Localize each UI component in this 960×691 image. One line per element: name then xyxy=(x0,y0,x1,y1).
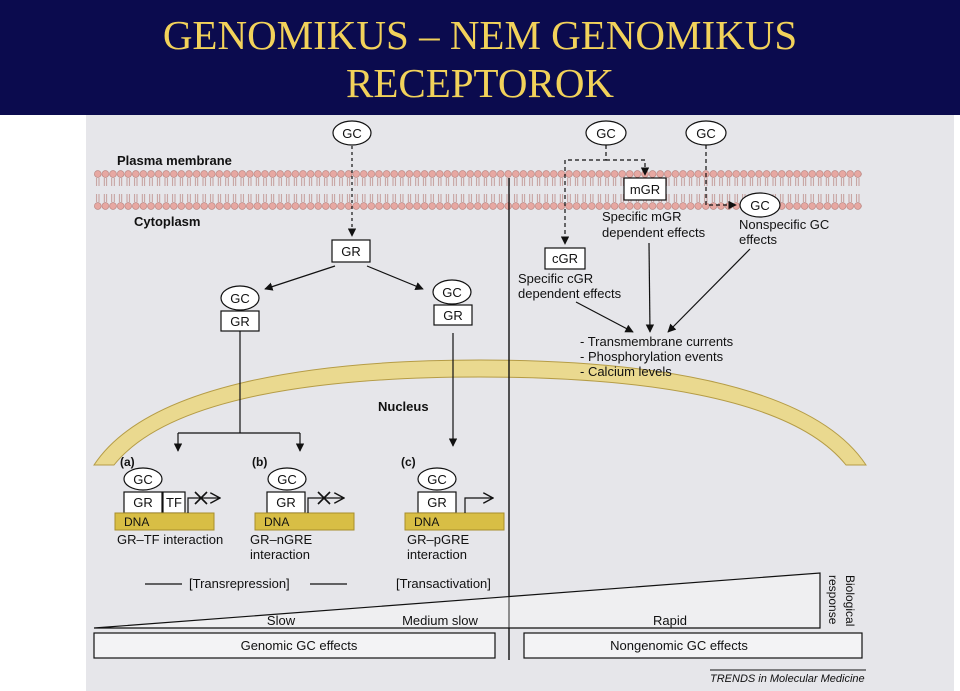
slide-title-line-1: GENOMIKUS – NEM GENOMIKUS xyxy=(162,12,798,58)
gr-box-right xyxy=(433,304,473,326)
gc-label-left: GC xyxy=(230,291,250,306)
nongenomic-effects-box xyxy=(523,632,863,659)
gc-label-panel-c: GC xyxy=(427,472,447,487)
caption-panel-c-1: GR–pGRE xyxy=(407,532,469,547)
gr-label-panel-b: GR xyxy=(276,495,296,510)
title-band: GENOMIKUS – NEM GENOMIKUS RECEPTOROK xyxy=(0,0,960,115)
dna-label-panel-b: DNA xyxy=(264,515,289,529)
gc-ellipse-membrane xyxy=(739,192,781,218)
mgr-box xyxy=(623,177,667,201)
block-cross-a xyxy=(194,491,208,505)
mgr-label: mGR xyxy=(630,182,660,197)
gc-label-panel-a: GC xyxy=(133,472,153,487)
gc-label-top: GC xyxy=(342,126,362,141)
active-transcription-c xyxy=(464,498,493,513)
medium-slow-label: Medium slow xyxy=(402,613,478,628)
specific-mgr-label-2: dependent effects xyxy=(602,225,706,240)
caption-panel-c-2: interaction xyxy=(407,547,467,562)
arrow-to-left-complex xyxy=(264,265,336,291)
biological-response-label-2: response xyxy=(826,575,840,625)
nongenomic-effects-label: Nongenomic GC effects xyxy=(610,638,748,653)
gr-box-cytoplasm xyxy=(331,239,371,263)
gc-ellipse-panel-c xyxy=(417,467,457,491)
caption-panel-b-2: interaction xyxy=(250,547,310,562)
specific-mgr-label-1: Specific mGR xyxy=(602,209,681,224)
panel-a-label: (a) xyxy=(120,455,135,469)
gc-label-cgr-path: GC xyxy=(596,126,616,141)
dna-bar-panel-b xyxy=(254,512,355,531)
block-cross-b xyxy=(317,491,331,505)
gr-label-cytoplasm: GR xyxy=(341,244,361,259)
caption-panel-a: GR–TF interaction xyxy=(117,532,223,547)
panel-c-label: (c) xyxy=(401,455,416,469)
source-credit: TRENDS in Molecular Medicine xyxy=(710,673,865,685)
arrow-mgr-to-effects xyxy=(645,242,655,333)
gc-ellipse-top xyxy=(332,120,372,146)
caption-panel-b-1: GR–nGRE xyxy=(250,532,312,547)
arrow-to-right-complex xyxy=(366,265,424,291)
transactivation-label: [Transactivation] xyxy=(396,576,491,591)
figure-panel xyxy=(86,115,954,691)
cytoplasm-label: Cytoplasm xyxy=(134,214,200,229)
gc-ellipse-left xyxy=(220,285,260,311)
blocked-transcription-a xyxy=(187,498,220,513)
dna-bar-panel-c xyxy=(404,512,505,531)
dna-bar-panel-a xyxy=(114,512,215,531)
gc-ellipse-panel-a xyxy=(123,467,163,491)
gc-label-membrane: GC xyxy=(750,198,770,213)
genomic-effects-box xyxy=(93,632,496,659)
gr-label-left: GR xyxy=(230,314,250,329)
gr-label-panel-c: GR xyxy=(427,495,447,510)
cgr-label: cGR xyxy=(552,251,578,266)
cgr-box xyxy=(544,247,586,270)
nucleus-label: Nucleus xyxy=(378,399,429,414)
transrepression-label: [Transrepression] xyxy=(189,576,290,591)
dna-label-panel-c: DNA xyxy=(414,515,439,529)
blocked-transcription-b xyxy=(307,498,344,513)
tf-label-panel-a: TF xyxy=(166,495,182,510)
nonspecific-label-1: Nonspecific GC xyxy=(739,217,829,232)
gr-label-right: GR xyxy=(443,308,463,323)
gc-label-right: GC xyxy=(442,285,462,300)
specific-cgr-label-1: Specific cGR xyxy=(518,271,593,286)
dashed-arrow-nonspecific xyxy=(705,145,737,210)
arrow-cgr-to-effects xyxy=(575,301,634,333)
nuclear-envelope xyxy=(93,359,867,466)
response-wedge xyxy=(93,572,821,629)
gc-ellipse-right xyxy=(432,279,472,305)
plasma-membrane-label: Plasma membrane xyxy=(117,153,232,168)
effect-phosphorylation: - Phosphorylation events xyxy=(580,349,724,364)
effect-calcium: - Calcium levels xyxy=(580,364,672,379)
nonspecific-label-2: effects xyxy=(739,232,778,247)
effect-transmembrane: - Transmembrane currents xyxy=(580,334,734,349)
slide-title-line-2: RECEPTOROK xyxy=(345,60,615,106)
gr-label-panel-a: GR xyxy=(133,495,153,510)
dashed-arrows-cgr-mgr xyxy=(560,145,607,245)
biological-response-label-1: Biological xyxy=(843,575,857,626)
dna-label-panel-a: DNA xyxy=(124,515,149,529)
gc-ellipse-panel-b xyxy=(267,467,307,491)
gc-label-panel-b: GC xyxy=(277,472,297,487)
gc-label-nonspecific: GC xyxy=(696,126,716,141)
arrow-nonspecific-to-effects xyxy=(667,248,751,333)
specific-cgr-label-2: dependent effects xyxy=(518,286,622,301)
rapid-label: Rapid xyxy=(653,613,687,628)
panel-b-label: (b) xyxy=(252,455,267,469)
genomic-effects-label: Genomic GC effects xyxy=(241,638,358,653)
glucocorticoid-receptor-diagram: Plasma membrane Cytoplasm Nucleus GC GR … xyxy=(86,115,954,691)
slow-label: Slow xyxy=(267,613,296,628)
dashed-arrow-to-mgr xyxy=(606,159,650,176)
